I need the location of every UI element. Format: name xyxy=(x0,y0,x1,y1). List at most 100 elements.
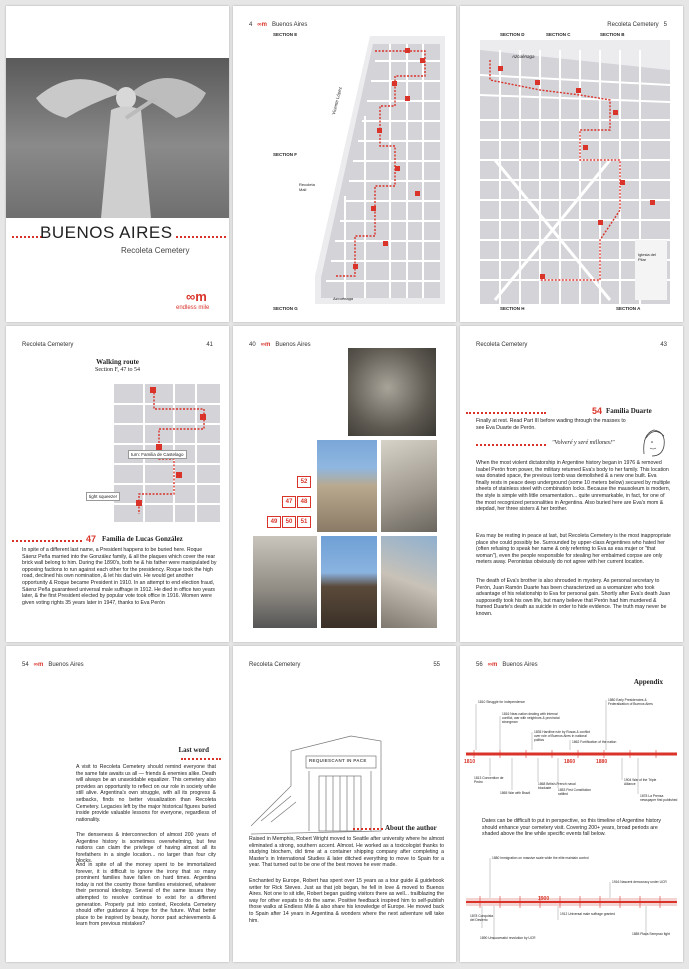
quote-dots xyxy=(476,444,546,446)
photo-bronze-relief xyxy=(348,348,436,436)
section-heading: About the author xyxy=(385,824,437,832)
timeline-event: 1865 War with Brazil xyxy=(500,791,531,795)
tomb-tag: 52 xyxy=(297,476,311,488)
body-paragraph: The denseness & interconnection of almos… xyxy=(76,832,216,865)
page-number: 41 xyxy=(206,342,213,348)
cover-subtitle: Recoleta Cemetery xyxy=(121,246,190,255)
timeline-year: 1880 xyxy=(596,759,608,765)
body-paragraph: And in spite of all the money spent to b… xyxy=(76,862,216,928)
timeline-year: 1810 xyxy=(464,759,476,765)
section-label: SECTION B xyxy=(600,32,625,37)
running-head: Recoleta Cemetery xyxy=(607,22,659,28)
timeline-event: 1904 War of the Triple Alliance xyxy=(624,778,657,786)
street-label: Recoleta Mall xyxy=(299,182,315,192)
timeline-event: 1916 Nascent democracy under UCR xyxy=(612,880,667,884)
page-43: Recoleta Cemetery 43 54 Familia Duarte F… xyxy=(460,326,683,642)
brand-logo-icon: ∞m xyxy=(257,22,267,28)
entry-number: 47 xyxy=(86,534,97,544)
photo-mausoleum-sculpture xyxy=(317,440,377,532)
timeline-2 xyxy=(460,852,683,952)
entry-body: The death of Eva's brother is also shrou… xyxy=(476,578,671,617)
title-dots-left xyxy=(12,236,42,238)
page-number: 40 xyxy=(249,342,256,348)
entry-body: When the most violent dictatorship in Ar… xyxy=(476,460,671,513)
eva-quote: "Volveré y seré millones!" xyxy=(552,440,615,446)
gate-inscription: REQUIESCANT IN PACE xyxy=(309,758,367,763)
page-55: Recoleta Cemetery 55 REQUIESCANT IN PACE… xyxy=(233,646,456,962)
tomb-tag: 50 xyxy=(282,516,296,528)
cemetery-gate-sketch xyxy=(250,726,391,836)
tomb-tag: 48 xyxy=(297,496,311,508)
timeline-event: 1868 British-French naval blockade xyxy=(538,782,576,790)
route-subtitle: Section F, 47 to 54 xyxy=(94,367,141,373)
timeline-event: 1890 Unsuccessful revolution by UCR xyxy=(480,936,536,940)
tomb-tag: 51 xyxy=(297,516,311,528)
tomb-tag: 47 xyxy=(282,496,296,508)
angel-photo xyxy=(6,58,229,218)
street-label: Iglesia del Pilar xyxy=(638,252,657,262)
timeline-year: 1900 xyxy=(538,896,550,902)
cemetery-map-west xyxy=(295,36,445,304)
route-title: Walking route xyxy=(96,358,139,366)
entry-title: Familia de Lucas González xyxy=(102,535,183,543)
section-heading: Appendix xyxy=(633,678,663,686)
timeline-event: 1816 Near-nation dealing with internal c… xyxy=(502,712,560,724)
tomb-tag: 49 xyxy=(267,516,281,528)
timeline-event: 1880 Immigration on massive scale while … xyxy=(492,856,589,860)
running-head: Recoleta Cemetery xyxy=(22,342,74,348)
timeline-event: 1880 Early Presidencies & Federalization… xyxy=(608,698,653,706)
section-heading: Last word xyxy=(178,746,209,754)
page-number: 43 xyxy=(660,342,667,348)
entry-number: 54 xyxy=(592,406,603,416)
timeline-event: 1810 Struggle for independence xyxy=(478,700,525,704)
brand-logo-text: endless mile xyxy=(176,305,210,311)
timeline-year: 1860 xyxy=(564,759,576,765)
cover-page: BUENOS AIRES Recoleta Cemetery ∞m endles… xyxy=(6,6,229,322)
photo-tower-tomb xyxy=(321,536,377,628)
title-dots-right xyxy=(176,236,226,238)
timeline-event: 1885 Plaza Semprao fight xyxy=(632,932,670,936)
section-label: SECTION G xyxy=(273,306,298,311)
body-paragraph: Enchanted by Europe, Robert has spent ov… xyxy=(249,878,444,924)
page-number: 5 xyxy=(663,22,667,28)
brand-logo-icon: ∞m xyxy=(260,342,271,348)
running-head: Recoleta Cemetery xyxy=(249,662,301,668)
running-head: Buenos Aires xyxy=(275,342,311,348)
page-40: 40 ∞m Buenos Aires 52 47 48 49 50 51 xyxy=(233,326,456,642)
page-number: 4 xyxy=(249,22,253,28)
running-head: Buenos Aires xyxy=(271,22,308,28)
heading-dots xyxy=(353,828,383,830)
page-41: Recoleta Cemetery 41 Walking route Secti… xyxy=(6,326,229,642)
eva-portrait-sketch xyxy=(634,424,672,460)
entry-dots xyxy=(12,540,82,542)
section-label: SECTION A xyxy=(616,306,641,311)
cover-title: BUENOS AIRES xyxy=(40,223,173,242)
street-label: Azcuénaga xyxy=(333,296,354,301)
section-label: SECTION E xyxy=(273,32,298,37)
timeline-event: 1813 Convention de Pedro xyxy=(474,776,504,784)
body-paragraph: A visit to Recoleta Cemetery should remi… xyxy=(76,764,216,823)
page-number: 56 xyxy=(476,662,483,668)
timeline-1 xyxy=(460,690,683,810)
section-label: SECTION H xyxy=(500,306,525,311)
brand-logo-icon: ∞m xyxy=(33,662,44,668)
section-label: SECTION D xyxy=(500,32,525,37)
entry-body: Eva may be resting in peace at last, but… xyxy=(476,533,671,566)
page-4: 4 ∞m Buenos Aires SECTION E SECTION F SECT… xyxy=(233,6,456,322)
section-label: SECTION F xyxy=(273,152,298,157)
brand-logo-icon: ∞m xyxy=(487,662,498,668)
street-label: Azcuénaga xyxy=(512,54,535,59)
timeline-event: 1878 La Prensa newspaper first published xyxy=(640,794,678,802)
brand-logo-mark: ∞m xyxy=(186,289,207,304)
timeline-event: 1878 Conquista del Desierto xyxy=(470,914,494,922)
photo-angel-statue xyxy=(381,536,437,628)
heading-dots xyxy=(181,758,221,760)
entry-dots xyxy=(466,412,546,414)
page-number: 54 xyxy=(22,662,29,668)
cemetery-map-east xyxy=(479,40,671,304)
running-head: Buenos Aires xyxy=(502,662,538,668)
photo-mourning-statue xyxy=(253,536,317,628)
appendix-note: Dates can be difficult to put in perspec… xyxy=(482,818,661,838)
